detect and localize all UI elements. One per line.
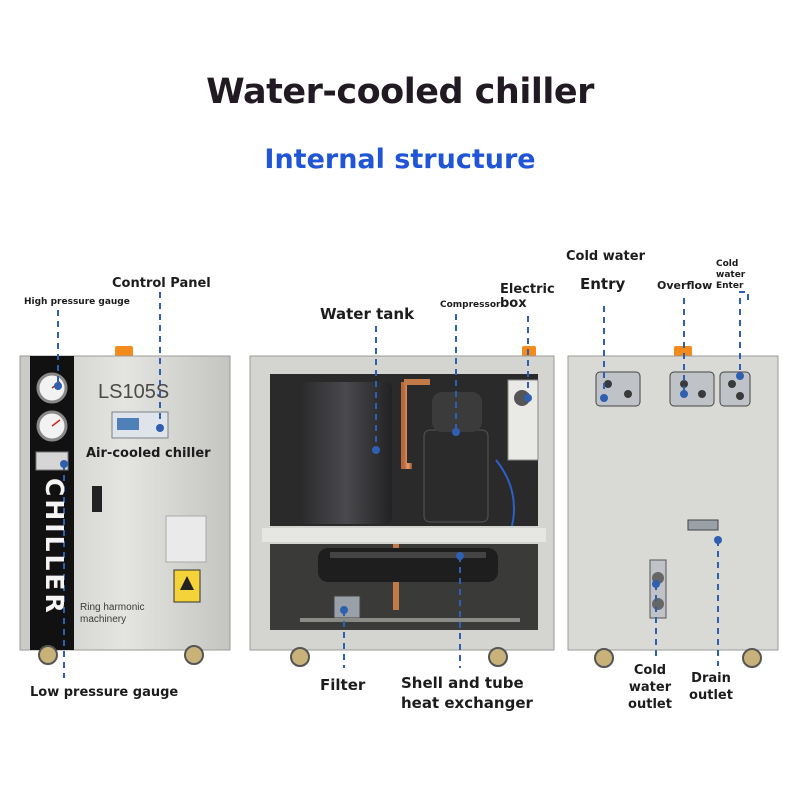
label-compressor: Compressor [440, 300, 501, 310]
label-cold-water-entry-line1: Cold water [566, 249, 645, 264]
label-cold-water-entry-line2: Entry [580, 275, 626, 293]
label-water-tank: Water tank [320, 305, 415, 323]
door-handle [92, 486, 102, 512]
compressor-body [423, 429, 489, 523]
filter [333, 595, 361, 619]
label-overflow: Overflow [657, 279, 713, 292]
page-title: Water-cooled chiller [206, 72, 594, 112]
water-tank [300, 382, 392, 524]
label-drain-outlet: Drain outlet [689, 671, 733, 703]
panel-caption: Air-cooled chiller [86, 446, 211, 461]
maker-name: Ring harmonic machinery [80, 602, 145, 625]
left-beacon [115, 346, 133, 358]
info-sticker [165, 515, 207, 563]
leader-lines [54, 291, 749, 678]
left-chiller-unit [19, 346, 231, 665]
label-cold-water-enter: Cold water Enter [716, 259, 746, 291]
drain-valve [687, 519, 719, 531]
label-electric-box: Electric box [500, 282, 555, 311]
brand-vertical: CHILLER [40, 478, 69, 616]
left-black-strip [30, 356, 74, 650]
switch-panel [35, 451, 69, 471]
middle-chiller-unit [249, 346, 555, 667]
label-shell-and-tube: Shell and tube heat exchanger [401, 674, 533, 712]
label-cold-water-outlet: Cold water outlet [628, 663, 672, 712]
middle-shelf [262, 528, 546, 542]
label-filter: Filter [320, 676, 366, 694]
top-fittings [595, 371, 751, 407]
model-number: LS105S [98, 381, 170, 403]
right-chiller-unit [567, 346, 779, 668]
label-control-panel: Control Panel [112, 276, 211, 291]
label-low-pressure-gauge: Low pressure gauge [30, 685, 179, 700]
page-subtitle: Internal structure [264, 144, 536, 175]
right-beacon [674, 346, 692, 358]
label-high-pressure-gauge: High pressure gauge [24, 297, 130, 307]
